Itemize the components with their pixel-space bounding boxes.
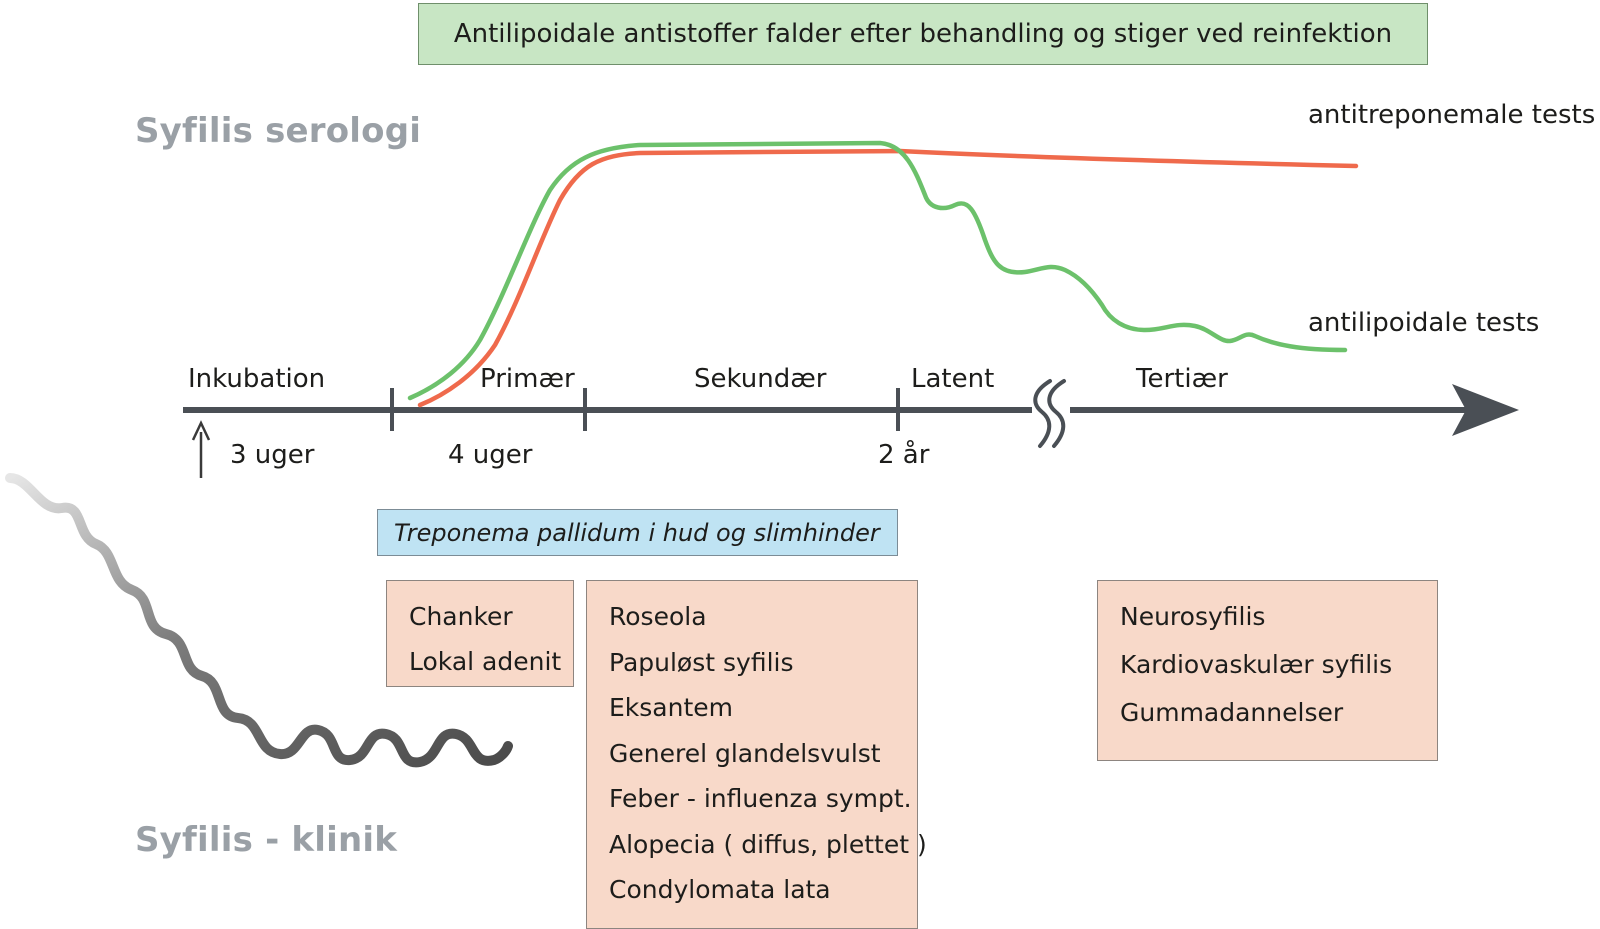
serology-title: Syfilis serologi <box>135 111 422 151</box>
time-mark-secondary: 2 år <box>878 440 930 470</box>
secondary-symptom: Generel glandelsvulst <box>609 738 881 768</box>
stage-latent: Latent <box>911 364 995 394</box>
time-mark-primary: 4 uger <box>448 440 533 470</box>
stage-incubation: Inkubation <box>188 364 326 394</box>
antilipoidal-label: antilipoidale tests <box>1308 308 1540 338</box>
stage-secondary: Sekundær <box>694 364 827 394</box>
stage-tertiary: Tertiær <box>1136 364 1228 394</box>
tertiary-symptom: Gummadannelser <box>1120 698 1344 727</box>
primary-symptom: Chanker <box>409 602 513 631</box>
secondary-symptom: Eksantem <box>609 693 733 722</box>
infection-arrow-icon <box>191 420 211 478</box>
tertiary-symptoms-box: Neurosyfilis Kardiovaskulær syfilis Gumm… <box>1097 580 1438 761</box>
secondary-symptom: Condylomata lata <box>609 875 831 904</box>
timeline-arrowhead <box>1452 384 1519 436</box>
stage-primary: Primær <box>480 364 575 394</box>
secondary-symptom: Feber - influenza sympt. <box>609 784 912 813</box>
secondary-symptom: Roseola <box>609 602 707 631</box>
treponema-spirochete-icon <box>5 473 513 768</box>
treponema-pallidum-box: Treponema pallidum i hud og slimhinder <box>377 509 898 556</box>
antilipoidal-curve <box>407 140 1348 401</box>
secondary-symptoms-box: Roseola Papuløst syfilis Eksantem Genere… <box>586 580 927 929</box>
tertiary-symptom: Neurosyfilis <box>1120 602 1266 631</box>
secondary-symptom: Alopecia ( diffus, plettet ) <box>609 829 927 859</box>
clinic-title: Syfilis - klinik <box>135 820 398 860</box>
tertiary-symptom: Kardiovaskulær syfilis <box>1120 650 1393 679</box>
secondary-symptom: Papuløst syfilis <box>609 647 794 677</box>
primary-symptoms-box: Chanker Lokal adenit <box>386 580 574 687</box>
time-mark-incubation: 3 uger <box>230 440 315 470</box>
primary-symptom: Lokal adenit <box>409 647 562 676</box>
axis-break-icon <box>1032 379 1070 448</box>
treatment-banner: Antilipoidale antistoffer falder efter b… <box>418 3 1428 65</box>
antitreponemal-curve <box>417 148 1359 408</box>
antitreponemal-label: antitreponemale tests <box>1308 100 1596 130</box>
